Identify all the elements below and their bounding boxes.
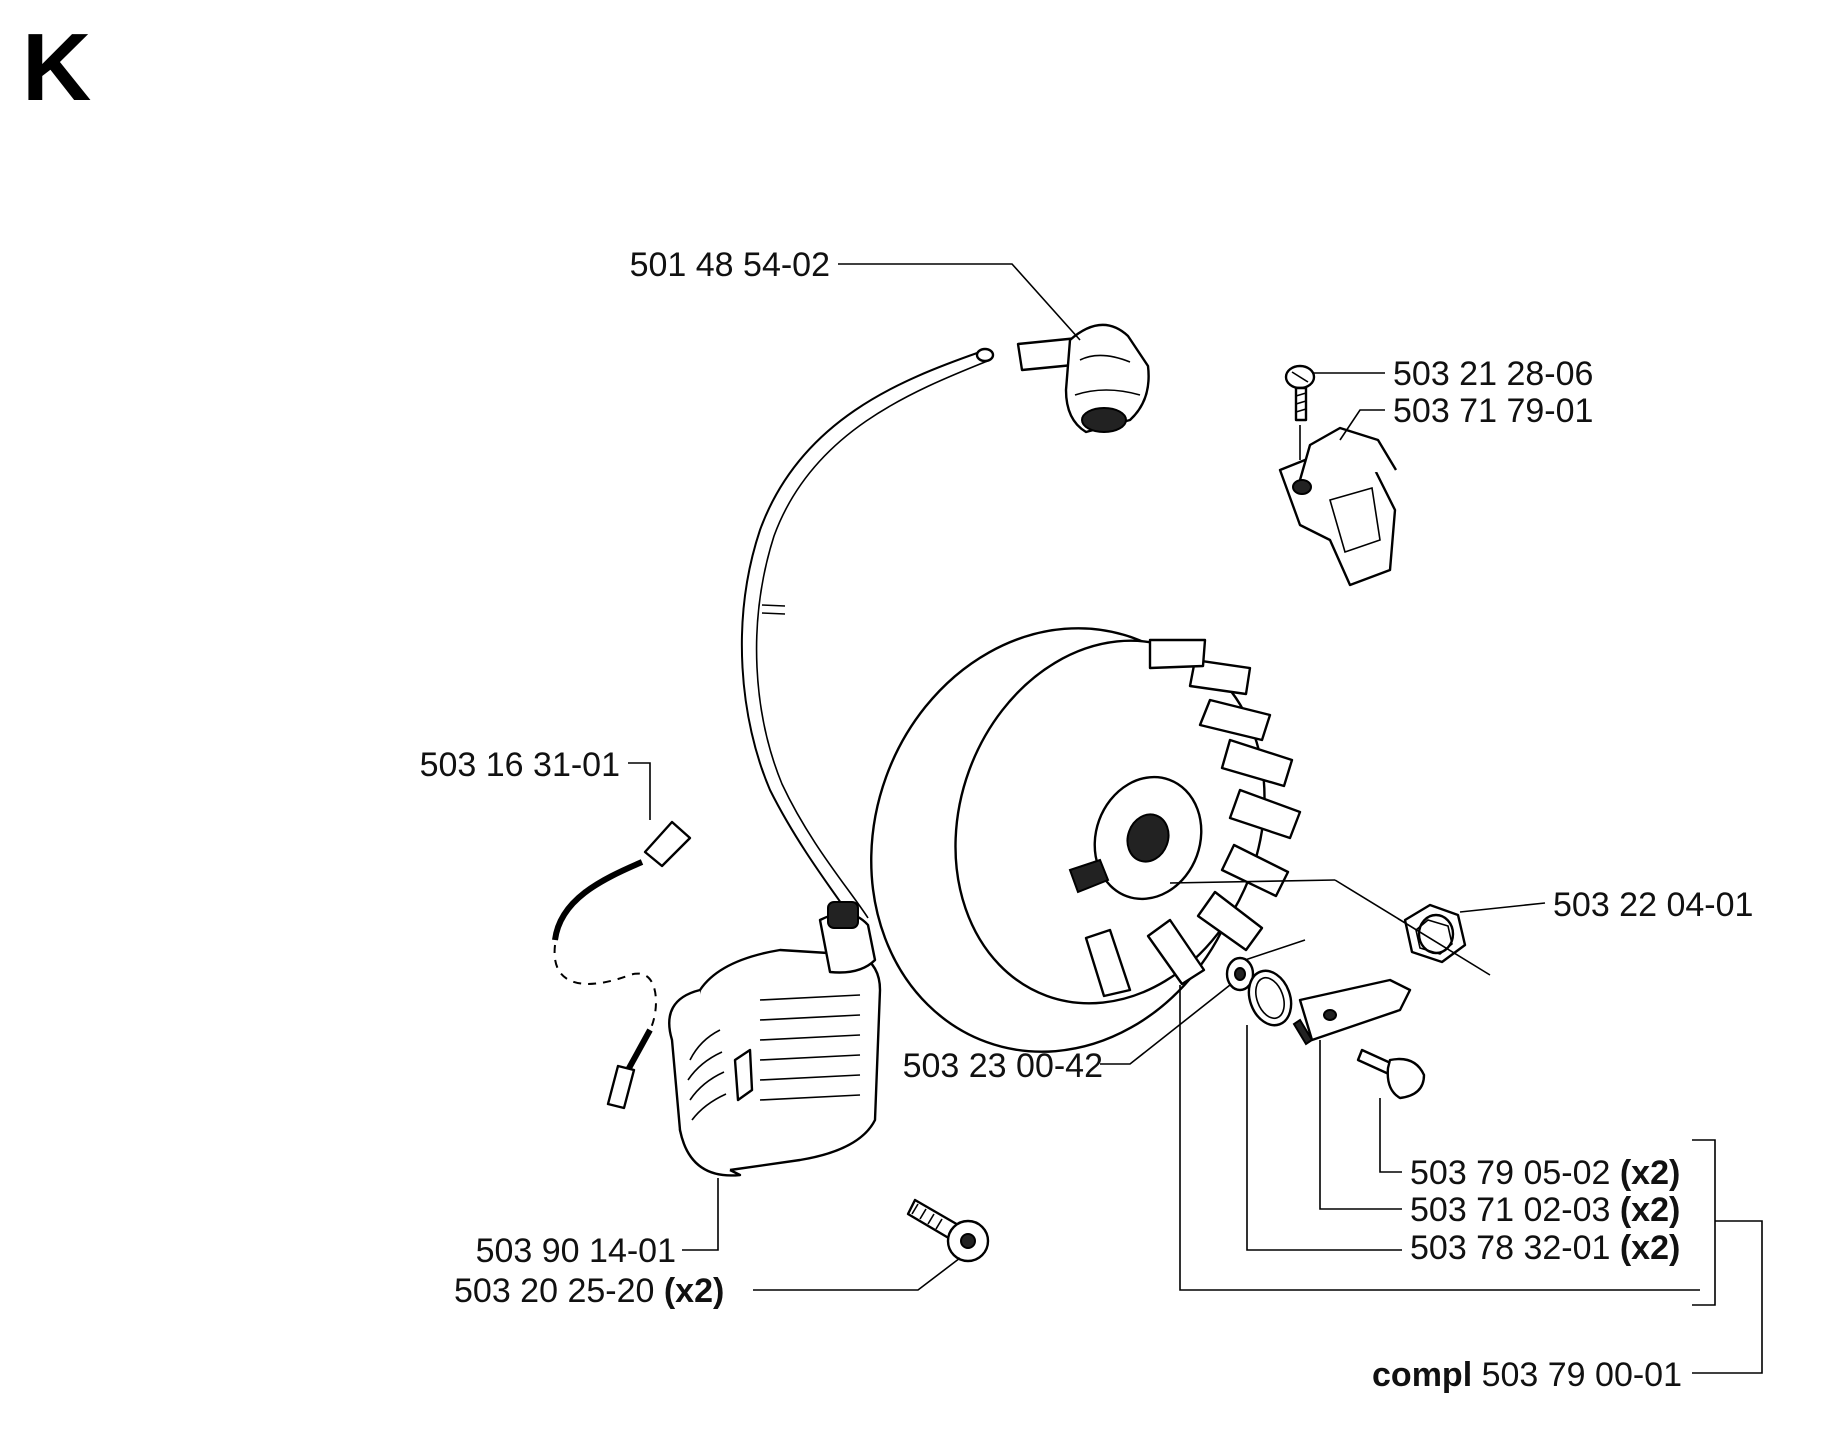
assembly-prefix: compl (1372, 1356, 1472, 1394)
section-letter: K (22, 14, 91, 121)
part-label-503-22-04-01: 503 22 04-01 (1553, 886, 1753, 924)
part-label-503-79-05-02: 503 79 05-02 (x2) (1410, 1154, 1680, 1192)
module-screw-drawing (906, 1198, 990, 1263)
part-label-503-16-31-01: 503 16 31-01 (420, 746, 620, 784)
pawl-drawing (1292, 978, 1412, 1046)
washer-drawing (1225, 956, 1255, 992)
assembly-label: compl 503 79 00-01 (1372, 1356, 1682, 1394)
qty-label: (x2) (1620, 1229, 1680, 1267)
part-label-503-78-32-01: 503 78 32-01 (x2) (1410, 1229, 1680, 1267)
bracket-drawing (1278, 426, 1398, 587)
part-label-501-48-54-02: 501 48 54-02 (630, 246, 830, 284)
flywheel-nut-drawing (1403, 903, 1467, 964)
part-label-503-21-28-06: 503 21 28-06 (1393, 355, 1593, 393)
qty-label: (x2) (1620, 1191, 1680, 1229)
cover-screw-drawing (1284, 364, 1316, 422)
assembly-number: 503 79 00-01 (1482, 1356, 1682, 1394)
part-label-503-71-02-03: 503 71 02-03 (x2) (1410, 1191, 1680, 1229)
part-label-503-71-79-01: 503 71 79-01 (1393, 392, 1593, 430)
part-label-503-90-14-01: 503 90 14-01 (476, 1232, 676, 1270)
ignition-cable-drawing (740, 347, 995, 931)
spark-plug-boot-drawing (1016, 323, 1150, 434)
qty-label: (x2) (1620, 1154, 1680, 1192)
ignition-module-drawing (668, 901, 882, 1177)
qty-label: (x2) (664, 1272, 724, 1310)
short-wire-drawing (552, 820, 692, 1110)
shoulder-screw-drawing (1356, 1048, 1426, 1100)
leader-lines (628, 263, 1763, 1374)
ring-drawing (1247, 969, 1293, 1027)
part-label-503-20-25-20: 503 20 25-20 (x2) (454, 1272, 724, 1310)
flywheel-drawing (870, 627, 1302, 1053)
part-label-503-23-00-42: 503 23 00-42 (903, 1047, 1103, 1085)
